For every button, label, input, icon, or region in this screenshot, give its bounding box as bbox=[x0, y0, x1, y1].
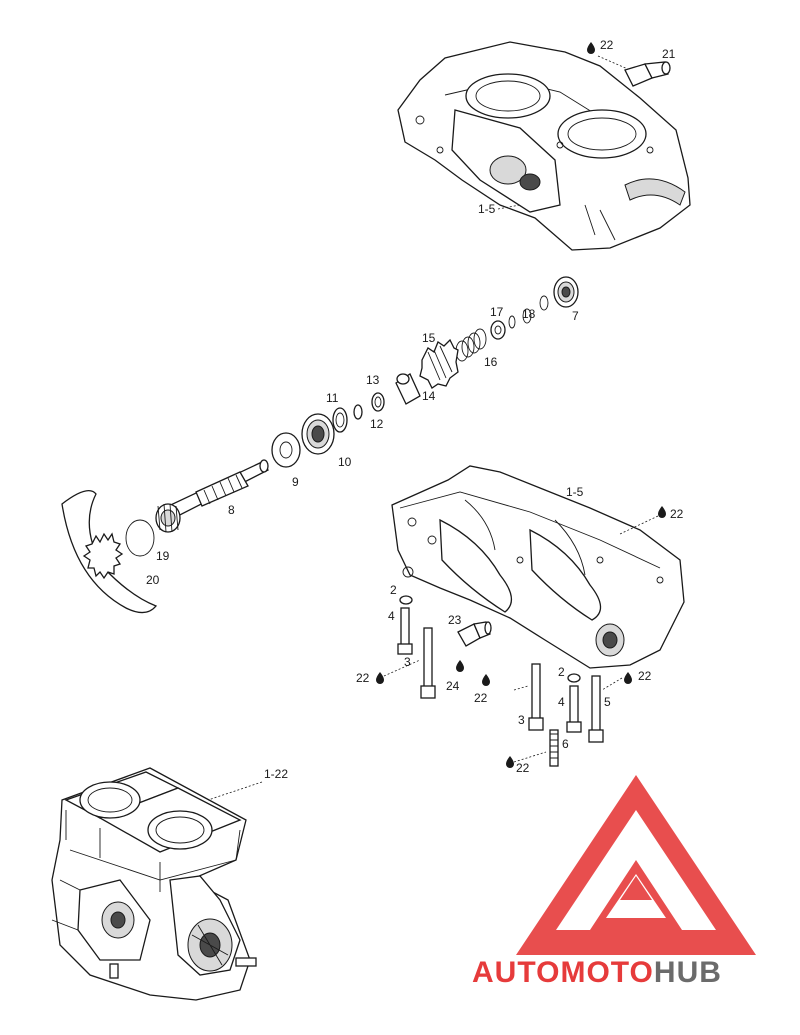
label-sealant-left: 22 bbox=[356, 671, 370, 685]
clip-18 bbox=[522, 308, 532, 324]
label-sealant-lower-right: 22 bbox=[670, 507, 684, 521]
label-bearing-10: 10 bbox=[338, 455, 352, 469]
label-lower-crankcase: 1-5 bbox=[566, 485, 584, 499]
label-plug-24: 24 bbox=[446, 679, 460, 693]
label-sealant-top: 22 bbox=[600, 38, 614, 52]
label-sealant-far-right: 22 bbox=[638, 669, 652, 683]
label-washer-2-left: 2 bbox=[390, 583, 397, 597]
label-washer-17: 17 bbox=[490, 305, 504, 319]
sealant-drop-icon bbox=[506, 756, 514, 768]
label-ring-13: 13 bbox=[366, 373, 380, 387]
svg-text:AUTOMOTOHUB: AUTOMOTOHUB bbox=[472, 956, 722, 989]
washer-17 bbox=[490, 320, 506, 340]
lower-crankcase bbox=[391, 465, 685, 669]
label-bolt-5: 5 bbox=[604, 695, 611, 709]
sealant-drop-icon bbox=[456, 660, 464, 672]
label-fitting-23: 23 bbox=[448, 613, 462, 627]
label-bolt-4-left: 4 bbox=[388, 609, 395, 623]
sealant-drop-icon bbox=[482, 674, 490, 686]
watermark-part3: HUB bbox=[654, 956, 722, 989]
label-circlip-19: 19 bbox=[156, 549, 170, 563]
bolt-3-right bbox=[528, 663, 544, 731]
bolt-4-left bbox=[397, 607, 413, 655]
sealant-drop-icon bbox=[658, 506, 666, 518]
ring-13 bbox=[371, 392, 385, 412]
washer-2-right bbox=[567, 673, 581, 683]
spacer-small bbox=[539, 295, 549, 311]
sealant-drop-icon bbox=[587, 42, 595, 54]
label-stud-6: 6 bbox=[562, 737, 569, 751]
watermark-part2: MOTO bbox=[560, 956, 653, 989]
label-sealant-center: 22 bbox=[474, 691, 488, 705]
gear-15 bbox=[419, 338, 459, 389]
shaft-8 bbox=[155, 459, 269, 533]
bearing-7 bbox=[553, 276, 579, 308]
label-bearing-outer: 7 bbox=[572, 309, 579, 323]
label-spacer-14: 14 bbox=[422, 389, 436, 403]
label-circlip-12: 12 bbox=[370, 417, 384, 431]
seal-9 bbox=[271, 432, 301, 468]
sealant-drop-icon bbox=[624, 672, 632, 684]
circlip-19 bbox=[125, 519, 155, 557]
bolt-3-left bbox=[420, 627, 436, 699]
label-seal-9: 9 bbox=[292, 475, 299, 489]
automotohub-logo-icon bbox=[516, 775, 756, 955]
label-shaft-8: 8 bbox=[228, 503, 235, 517]
upper-crankcase bbox=[397, 41, 691, 251]
sealant-drop-icon bbox=[376, 672, 384, 684]
label-bolt-4-right: 4 bbox=[558, 695, 565, 709]
circlip-12 bbox=[353, 404, 363, 420]
seal-11 bbox=[332, 407, 348, 433]
stud-6 bbox=[549, 729, 559, 767]
watermark-part1: AUTO bbox=[472, 956, 560, 989]
washer-2-left bbox=[399, 595, 413, 605]
label-clip-18: 18 bbox=[522, 307, 536, 321]
label-spring-16: 16 bbox=[484, 355, 498, 369]
label-shield-20: 20 bbox=[146, 573, 160, 587]
label-seal-11: 11 bbox=[326, 391, 339, 405]
elbow-fitting-21 bbox=[624, 61, 671, 87]
label-gear-15: 15 bbox=[422, 331, 436, 345]
shield-20 bbox=[61, 490, 158, 614]
spring-16 bbox=[455, 328, 487, 362]
label-bolt-3-left: 3 bbox=[404, 655, 411, 669]
label-bolt-3-right: 3 bbox=[518, 713, 525, 727]
engine-assembly bbox=[51, 767, 257, 1001]
label-engine-assembly: 1-22 bbox=[264, 767, 288, 781]
watermark-text: AUTOMOTOHUB bbox=[472, 956, 722, 989]
label-sealant-bottom: 22 bbox=[516, 761, 530, 775]
clip-ring bbox=[508, 315, 516, 329]
spacer-14 bbox=[395, 373, 421, 405]
bolt-4-right bbox=[566, 685, 582, 733]
label-washer-2-right: 2 bbox=[558, 665, 565, 679]
fitting-23 bbox=[457, 621, 492, 647]
bearing-10 bbox=[301, 413, 335, 455]
label-fitting-top: 21 bbox=[662, 47, 676, 61]
bolt-5 bbox=[588, 675, 604, 743]
label-upper-crankcase: 1-5 bbox=[478, 202, 496, 216]
